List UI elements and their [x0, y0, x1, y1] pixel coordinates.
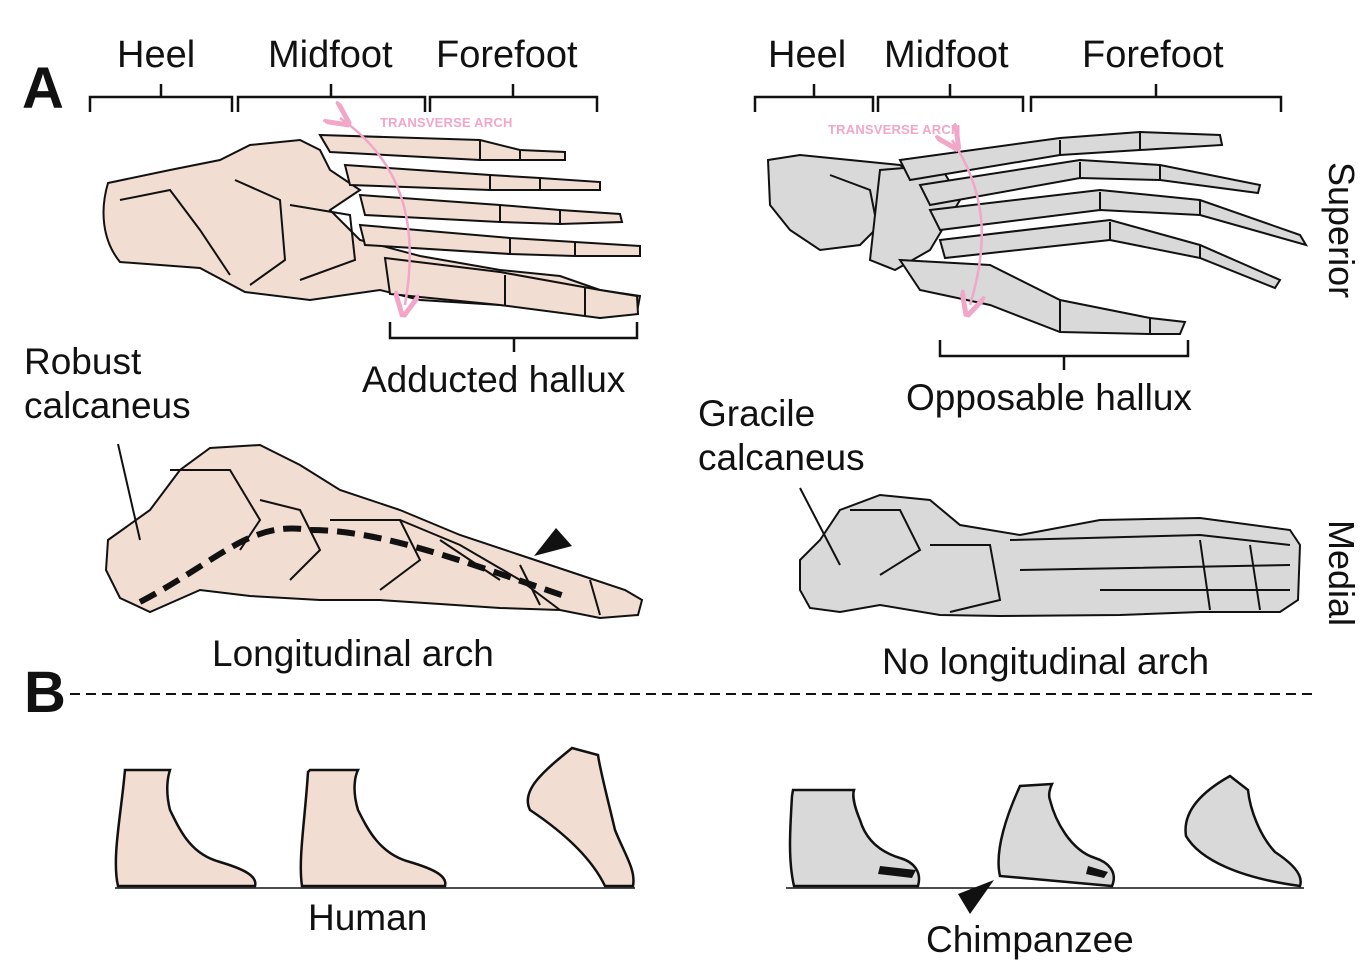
- chimpanzee-label: Chimpanzee: [926, 919, 1134, 960]
- human-label: Human: [308, 897, 428, 938]
- human-foot-1: [114, 768, 257, 888]
- opposable-hallux-bracket: [938, 340, 1190, 370]
- human-superior-foot-skeleton: [102, 133, 642, 320]
- adducted-hallux-bracket: [388, 322, 639, 352]
- human-foot-outlines: [114, 746, 635, 888]
- human-midfoot-label: Midfoot: [268, 34, 393, 76]
- robust-calcaneus-leader: [117, 443, 141, 541]
- human-arrowhead-icon: [534, 528, 572, 556]
- chimp-midfoot-label: Midfoot: [884, 34, 1009, 76]
- chimp-foot-2: [997, 782, 1115, 888]
- human-foot-2: [299, 768, 447, 888]
- chimp-region-brackets: [753, 84, 1283, 112]
- human-transverse-arch-arrow: [340, 118, 410, 305]
- gracile-calcaneus-label: Gracile calcaneus: [698, 393, 865, 479]
- chimp-foot-1: [788, 788, 921, 888]
- longitudinal-arch-line: [138, 525, 571, 605]
- human-region-brackets: [88, 84, 599, 112]
- chimp-transverse-arch-arrow: [952, 140, 982, 305]
- panel-b-letter: B: [24, 660, 66, 725]
- no-longitudinal-arch-label: No longitudinal arch: [882, 641, 1210, 682]
- chimp-transverse-arch-label: TRANSVERSE ARCH: [828, 122, 961, 137]
- opposable-hallux-label: Opposable hallux: [906, 377, 1192, 418]
- human-heel-label: Heel: [117, 34, 196, 76]
- chimp-arrowhead-icon: [958, 880, 994, 914]
- chimp-foot-3: [1184, 774, 1302, 888]
- adducted-hallux-label: Adducted hallux: [362, 359, 626, 400]
- panel-a-letter: A: [22, 56, 64, 121]
- chimp-forefoot-label: Forefoot: [1082, 34, 1224, 76]
- gracile-calcaneus-leader: [799, 487, 841, 566]
- longitudinal-arch-label: Longitudinal arch: [212, 633, 494, 674]
- human-foot-3: [526, 746, 635, 888]
- chimp-foot-outlines: [788, 774, 1302, 888]
- robust-calcaneus-label: Robust calcaneus: [24, 341, 191, 427]
- chimp-toe-marks: [878, 866, 1108, 878]
- chimp-heel-label: Heel: [768, 34, 847, 76]
- chimp-superior-foot-skeleton: [766, 130, 1309, 335]
- chimp-medial-foot-skeleton: [799, 493, 1302, 618]
- human-forefoot-label: Forefoot: [436, 34, 578, 76]
